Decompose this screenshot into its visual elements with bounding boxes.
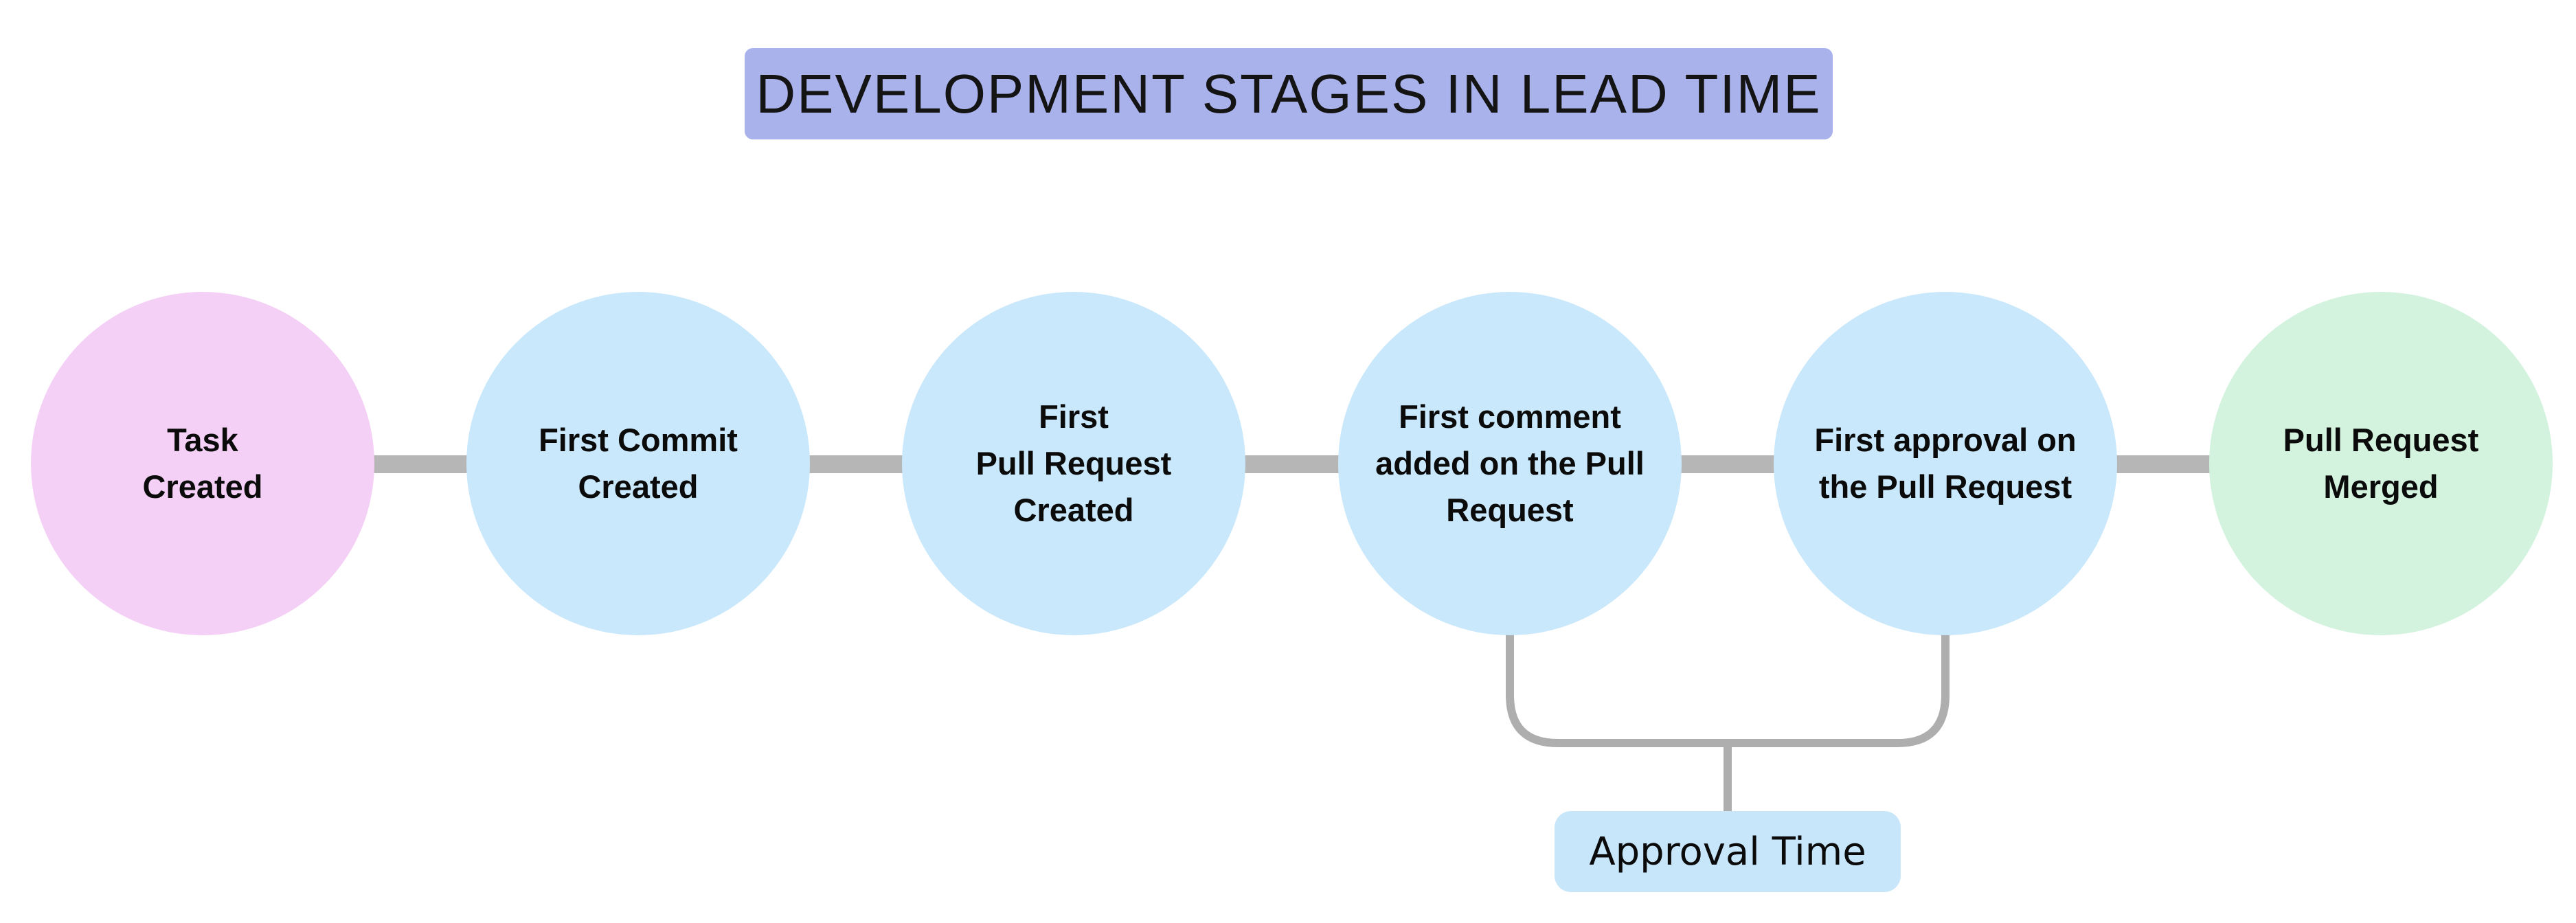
stage-circle-first-comment-added: First comment added on the Pull Request [1338,292,1682,635]
stage-circle-first-approval: First approval on the Pull Request [1774,292,2117,635]
stage-circle-first-pull-request-created: First Pull Request Created [902,292,1245,635]
approval-time-text: Approval Time [1589,829,1866,874]
diagram-title: DEVELOPMENT STAGES IN LEAD TIME [745,48,1833,139]
stage-label: First Commit Created [539,421,738,505]
stage-label: Task Created [142,421,263,505]
stage-label: Pull Request Merged [2283,421,2479,505]
stage-circle-pull-request-merged: Pull Request Merged [2209,292,2553,635]
stage-label: First approval on the Pull Request [1814,421,2077,505]
stage-label: First Pull Request Created [975,398,1172,529]
approval-bracket [1506,617,1950,747]
approval-time-label: Approval Time [1555,811,1901,892]
stage-circle-task-created: Task Created [31,292,374,635]
stage-circle-first-commit-created: First Commit Created [466,292,810,635]
stage-label: First comment added on the Pull Request [1375,398,1645,529]
diagram-title-text: DEVELOPMENT STAGES IN LEAD TIME [756,62,1822,124]
